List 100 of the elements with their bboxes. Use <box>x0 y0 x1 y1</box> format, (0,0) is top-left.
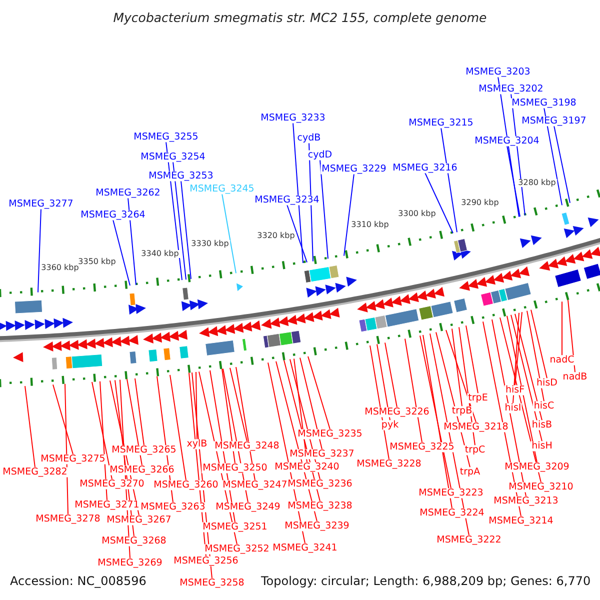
leader-line <box>92 381 112 480</box>
gene-label: MSMEG_3240 <box>274 462 340 472</box>
leader-line <box>300 357 322 450</box>
gene-label: MSMEG_3250 <box>202 463 268 473</box>
leader-line <box>420 335 452 489</box>
gene-label: nadB <box>562 372 588 382</box>
scale-label: 3310 kbp <box>350 221 390 229</box>
leader-line <box>292 122 304 264</box>
leader-line <box>38 208 42 293</box>
gene-label: MSMEG_3269 <box>96 558 164 568</box>
gene-label: MSMEG_3214 <box>488 516 554 526</box>
gene-label: MSMEG_3229 <box>320 164 388 174</box>
gene-label: hisF <box>504 385 526 395</box>
leader-line <box>436 332 470 468</box>
gene-label: nadC <box>548 355 576 365</box>
scale-label: 3330 kbp <box>190 240 230 248</box>
leader-line <box>446 330 476 423</box>
gene-label: trpE <box>467 393 489 403</box>
leader-line <box>308 356 330 430</box>
gene-label: MSMEG_3238 <box>286 501 354 511</box>
gene-label: MSMEG_3255 <box>132 132 200 142</box>
leader-line <box>126 378 142 466</box>
leader-line <box>286 204 308 263</box>
leader-line <box>384 342 398 408</box>
gene-label: MSMEG_3251 <box>202 522 268 532</box>
gene-label: MSMEG_3213 <box>492 496 560 506</box>
leader-line <box>512 312 520 404</box>
gene-label: hisI <box>504 403 522 413</box>
title: Mycobacterium smegmatis str. MC2 155, complete genome <box>112 10 488 25</box>
leader-line <box>514 312 522 386</box>
gene-label: hisB <box>530 420 554 430</box>
scale-label: 3350 kbp <box>77 258 117 266</box>
gene-label: MSMEG_3267 <box>106 515 172 525</box>
leader-line <box>128 197 136 286</box>
leader-line <box>24 386 36 468</box>
gene-label: MSMEG_3262 <box>94 188 162 198</box>
leader-line <box>568 300 576 373</box>
gene-label: MSMEG_3268 <box>100 536 168 546</box>
gene-label: MSMEG_3271 <box>74 500 140 510</box>
gene-label: MSMEG_3253 <box>148 171 214 181</box>
gene-label: MSMEG_3278 <box>34 514 102 524</box>
leader-line <box>510 314 542 442</box>
gene-label: trpC <box>464 445 486 455</box>
gene-label: MSMEG_3209 <box>504 462 570 472</box>
gene-label: MSMEG_3215 <box>408 118 474 128</box>
gene-label: MSMEG_3222 <box>436 535 502 545</box>
gene-label: trpA <box>458 467 482 477</box>
gene-label: MSMEG_3277 <box>8 199 74 209</box>
gene-label: MSMEG_3237 <box>288 449 356 459</box>
gene-label: MSMEG_3247 <box>222 480 288 490</box>
gene-label: MSMEG_3239 <box>284 521 350 531</box>
scale-label: 3320 kbp <box>256 232 296 240</box>
gene-label: MSMEG_3235 <box>296 429 364 439</box>
gene-label: MSMEG_3234 <box>254 195 320 205</box>
gene-label: MSMEG_3228 <box>356 459 422 469</box>
gene-label: cydB <box>296 133 322 143</box>
leader-line <box>222 193 236 274</box>
leader-line <box>554 125 570 204</box>
gene-label: MSMEG_3202 <box>478 84 544 94</box>
leader-line <box>452 328 462 407</box>
gene-label: MSMEG_3248 <box>214 441 280 451</box>
leader-line <box>230 367 248 442</box>
leader-line <box>196 372 198 440</box>
scale-label: 3290 kbp <box>460 199 500 207</box>
gene-label: MSMEG_3263 <box>140 502 206 512</box>
gene-label: MSMEG_3258 <box>178 578 246 588</box>
gene-label: MSMEG_3203 <box>464 67 532 77</box>
scale-label: 3280 kbp <box>517 179 557 187</box>
scale-label: 3360 kbp <box>40 264 80 272</box>
gene-label: MSMEG_3204 <box>474 136 540 146</box>
gene-label: MSMEG_3216 <box>392 163 458 173</box>
footer-text: Accession: NC_008596 <box>10 574 146 588</box>
leader-line <box>466 325 478 394</box>
leader-line <box>222 368 236 464</box>
leader-line <box>526 310 544 402</box>
leader-line <box>506 315 538 463</box>
leader-line <box>422 334 452 509</box>
leader-line <box>112 219 130 286</box>
gene-label: MSMEG_3226 <box>364 407 430 417</box>
leader-line <box>172 161 186 280</box>
gene-label: pyk <box>380 420 400 430</box>
leader-line <box>500 317 542 483</box>
leader-line <box>514 313 542 421</box>
gene-label: MSMEG_3241 <box>272 543 338 553</box>
scale-label: 3340 kbp <box>140 250 180 258</box>
leader-line <box>530 309 548 379</box>
gene-label: MSMEG_3198 <box>510 98 578 108</box>
gene-label: MSMEG_3225 <box>388 442 456 452</box>
leader-line <box>52 384 74 455</box>
gene-label: MSMEG_3223 <box>418 488 484 498</box>
gene-label: MSMEG_3270 <box>78 479 146 489</box>
gene-label: cydD <box>306 150 334 160</box>
gene-label: MSMEG_3233 <box>260 113 326 123</box>
gene-label: MSMEG_3265 <box>110 445 178 455</box>
gene-label: hisH <box>530 441 554 451</box>
gene-label: MSMEG_3266 <box>108 465 176 475</box>
gene-label: MSMEG_3245 <box>188 184 256 194</box>
gene-label: hisD <box>536 378 558 388</box>
leader-line <box>440 127 458 233</box>
gene-label: MSMEG_3264 <box>80 210 146 220</box>
